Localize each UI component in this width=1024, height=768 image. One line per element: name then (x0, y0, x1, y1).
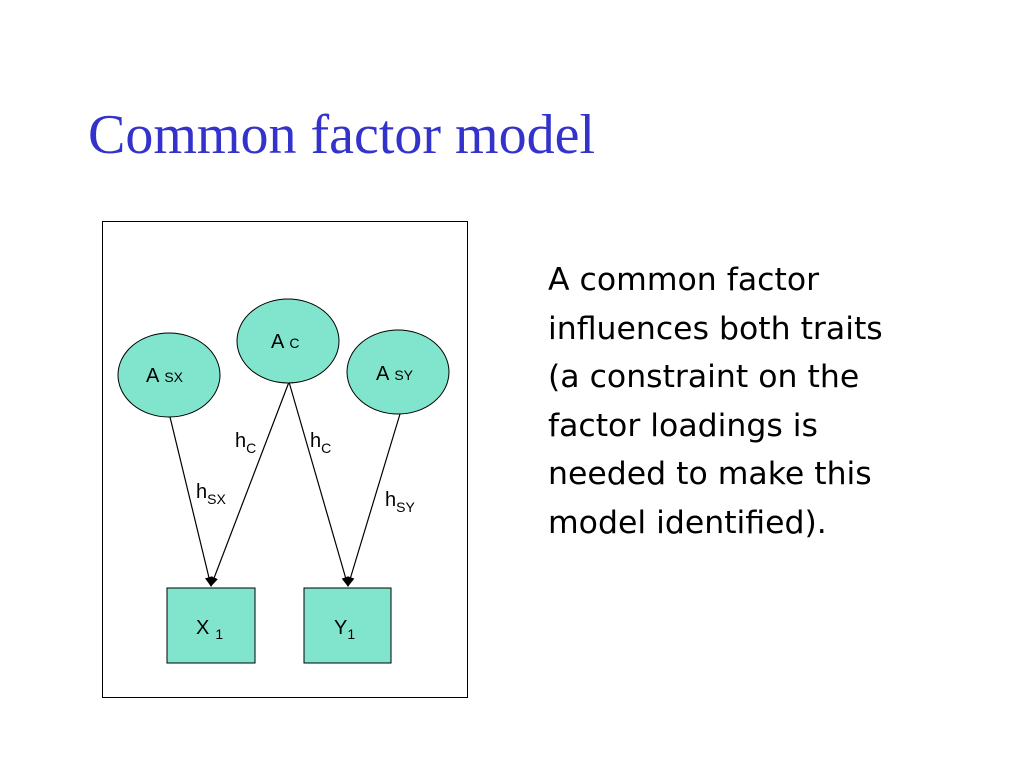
observed-variable-y1-shape (303, 587, 392, 664)
observed-variable-y1-label: Y1 (334, 617, 355, 642)
latent-factor-asx-shape (117, 332, 221, 418)
arrow-ac-to-x1 (210, 381, 290, 587)
observed-variable-y1: Y1 (303, 587, 392, 664)
path-label-hc-right: hC (310, 430, 331, 456)
latent-factor-asy-shape (346, 329, 450, 415)
body-line: factor loadings is (548, 407, 818, 444)
body-line: model identified). (548, 504, 827, 541)
body-line: A common factor (548, 262, 820, 298)
arrow-asy-to-y1 (346, 413, 401, 587)
observed-variable-x1-shape (166, 587, 256, 664)
latent-factor-ac-shape (236, 298, 340, 384)
body-text: A common factor influences both traits (… (548, 256, 1008, 547)
slide-title: Common factor model (88, 104, 596, 166)
arrow-asx-to-x1 (169, 416, 213, 587)
body-line: (a constraint on the (548, 359, 860, 395)
path-label-hsx: hSX (196, 481, 226, 507)
body-line: needed to make this (548, 456, 872, 492)
path-label-hc-left: hC (235, 430, 256, 456)
path-label-hsy: hSY (385, 489, 415, 515)
arrow-ac-to-y1 (288, 381, 350, 587)
body-line: influences both traits (548, 310, 883, 347)
diagram-frame (102, 221, 468, 698)
